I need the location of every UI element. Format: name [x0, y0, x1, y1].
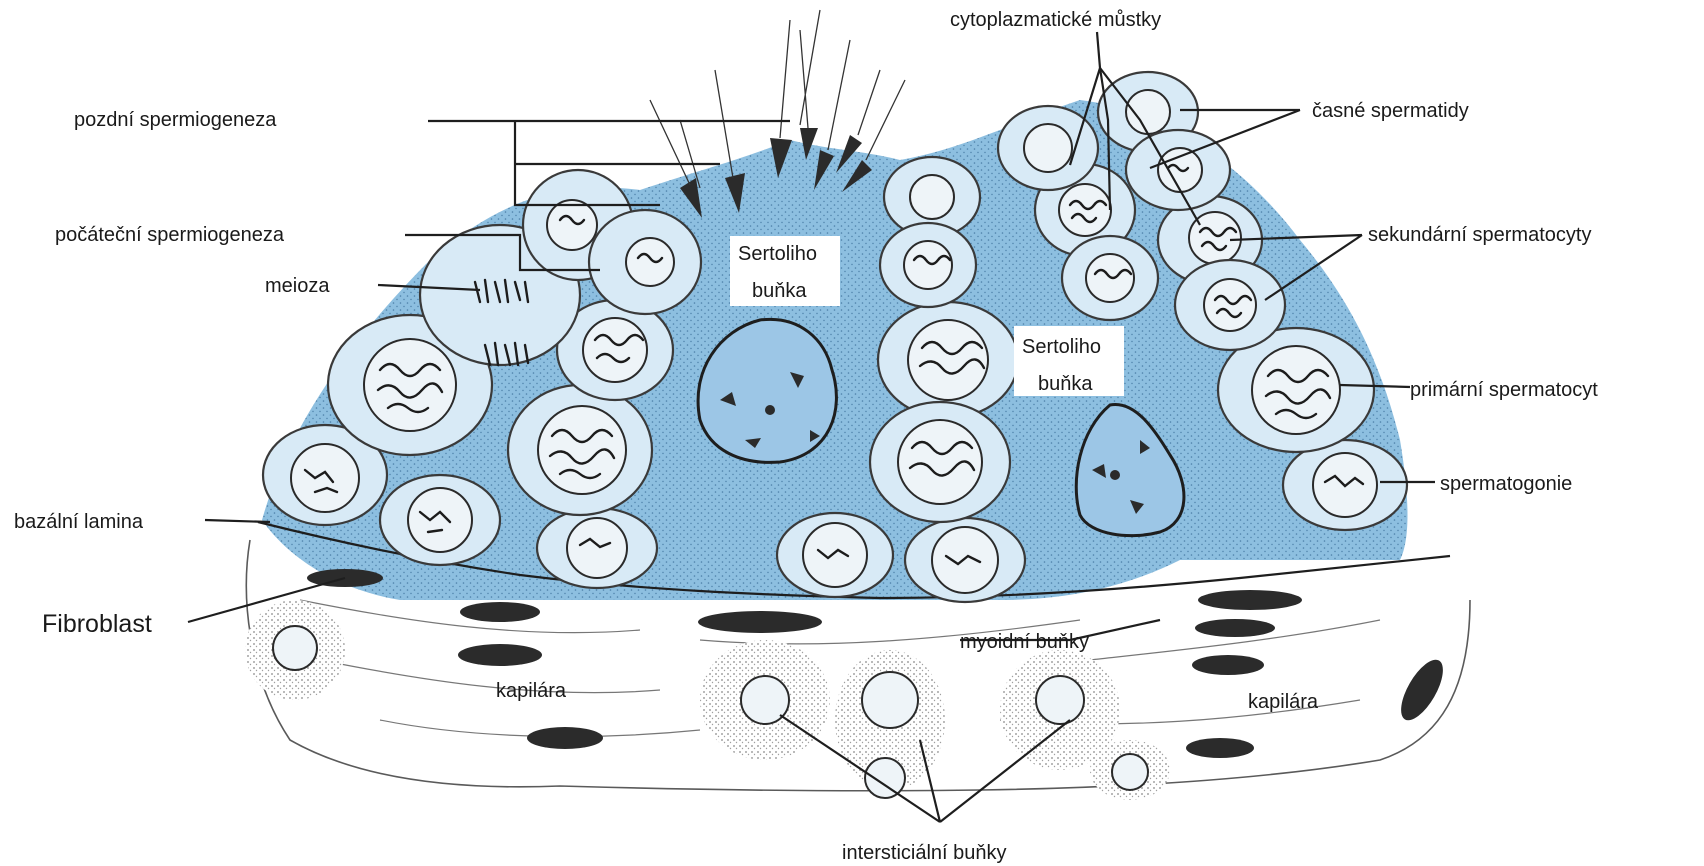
myoid-nucleus [1195, 619, 1275, 637]
label-interstitial-cells: intersticiální buňky [842, 842, 1007, 864]
label-basal-lamina: bazální lamina [14, 511, 144, 533]
label-sertoli-cell-1-line2: buňka [752, 280, 807, 302]
label-late-spermiogenesis: pozdní spermiogeneza [74, 109, 277, 131]
label-spermatogonia: spermatogonie [1440, 473, 1572, 495]
myoid-nucleus [1192, 655, 1264, 675]
label-sertoli-cell-1-line1: Sertoliho [738, 243, 817, 265]
label-sertoli-cell-2-line2: buňka [1038, 373, 1093, 395]
myoid-nucleus [460, 602, 540, 622]
sertoli-nucleolus [1110, 470, 1120, 480]
myoid-nucleus [698, 611, 822, 633]
interstitial-nucleus [273, 626, 317, 670]
sertoli-nucleolus [765, 405, 775, 415]
label-meiosis: meioza [265, 275, 330, 297]
interstitial-nucleus [862, 672, 918, 728]
label-early-spermiogenesis: počáteční spermiogeneza [55, 224, 285, 246]
label-primary-spermatocyte: primární spermatocyt [1410, 379, 1598, 401]
myoid-nucleus [527, 727, 603, 749]
label-text: cytoplazmatické můstky [950, 9, 1161, 31]
label-early-spermatids: časné spermatidy [1312, 100, 1469, 122]
label-cytoplasmic-bridges: cytoplazmatické můstky [950, 9, 1161, 31]
label-capillary-right: kapilára [1248, 691, 1319, 713]
myoid-nucleus [1198, 590, 1302, 610]
interstitial-nucleus [1036, 676, 1084, 724]
interstitial-nucleus [865, 758, 905, 798]
label-secondary-spermatocytes: sekundární spermatocyty [1368, 224, 1591, 246]
label-sertoli-cell-2-line1: Sertoliho [1022, 336, 1101, 358]
myoid-nucleus [1186, 738, 1254, 758]
label-fibroblast: Fibroblast [42, 610, 152, 638]
myoid-nucleus [458, 644, 542, 666]
interstitial-nucleus [1112, 754, 1148, 790]
label-capillary-left: kapilára [496, 680, 567, 702]
label-myoid-cells: myoidní buňky [960, 631, 1089, 653]
